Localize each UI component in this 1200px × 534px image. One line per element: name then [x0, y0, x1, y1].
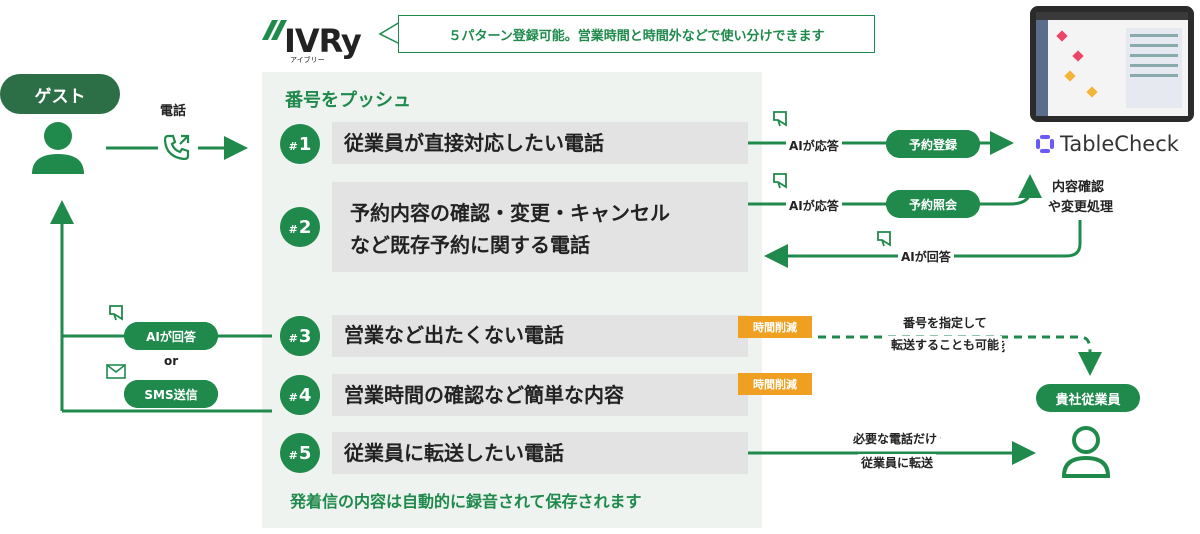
staff-person-icon: [1061, 426, 1111, 478]
panel-title: 番号をプッシュ: [285, 90, 411, 111]
row-1-number: #1: [280, 124, 320, 164]
speaker-icon-1: [773, 111, 787, 127]
transfer-note-line1-top: 番号を指定して: [900, 314, 990, 331]
speaker-icon-3: [877, 231, 891, 247]
row-2-number: #2: [280, 207, 320, 247]
guest-label: ゲスト: [0, 74, 120, 114]
left-sms-pill-top: SMS送信: [124, 380, 218, 408]
tablet-image: [1030, 6, 1194, 122]
staff-note-line2-top: 従業員に転送: [858, 454, 937, 471]
row-1-box: [332, 122, 748, 164]
staff-note-line1-top: 必要な電話だけ: [850, 430, 941, 447]
row-4-number-top: #4: [280, 375, 320, 415]
left-ai-answer-pill-top: AIが回答: [124, 322, 218, 350]
row-3-box: [332, 315, 748, 357]
row-3-time-badge: 時間削減: [738, 316, 812, 338]
ivry-logo: IVRy: [284, 22, 362, 60]
ai-respond-label-1-top: AIが応答: [786, 137, 842, 154]
feature-callout: ５パターン登録可能。営業時間と時間外などで使い分けできます: [398, 15, 875, 53]
reservation-register-pill-top: 予約登録: [886, 130, 980, 158]
row-3-number-top: #3: [280, 316, 320, 356]
call-label: 電話: [160, 104, 187, 119]
panel-footer: 発着信の内容は自動的に録音されて保存されます: [290, 492, 642, 511]
row-4-box: [332, 374, 748, 416]
row-4-time-badge: 時間削減: [738, 373, 812, 395]
callout-pointer: [378, 21, 401, 45]
reservation-inquiry-pill-top: 予約照会: [886, 190, 980, 218]
row-2-box: [332, 182, 748, 272]
row-2-text-line1: 予約内容の確認・変更・キャンセル: [350, 201, 670, 225]
tc-note-line1: 内容確認: [1052, 180, 1105, 195]
or-label: or: [164, 354, 179, 368]
row-2-text-line2: など既存予約に関する電話: [350, 233, 590, 257]
transfer-note-line2-top: 転送することも可能: [888, 336, 1003, 353]
row-1-text: 従業員が直接対応したい電話: [344, 131, 604, 155]
row-3-text: 営業など出たくない電話: [344, 323, 564, 347]
row-4-text: 営業時間の確認など簡単な内容: [344, 383, 624, 407]
tablecheck-icon: [1036, 135, 1054, 153]
ai-respond-label-2-top: AIが応答: [786, 197, 842, 214]
ai-answer-back-label: AIが回答: [898, 248, 954, 265]
tc-note-line2: や変更処理: [1048, 200, 1114, 215]
speaker-icon-2: [773, 173, 787, 189]
ivry-logo-mark: [262, 20, 287, 40]
row-5-box: [332, 432, 748, 474]
row-5-number: #5: [280, 433, 320, 473]
tablecheck-logo: TableCheck: [1060, 132, 1179, 156]
speaker-icon-left: [109, 305, 123, 321]
staff-label-pill: 貴社従業員: [1036, 384, 1140, 412]
mail-icon: [106, 364, 126, 379]
row-5-text: 従業員に転送したい電話: [344, 441, 564, 465]
ivry-logo-sub: アイブリー: [290, 56, 325, 64]
phone-call-icon: [163, 134, 190, 161]
guest-person-icon: [32, 122, 84, 174]
